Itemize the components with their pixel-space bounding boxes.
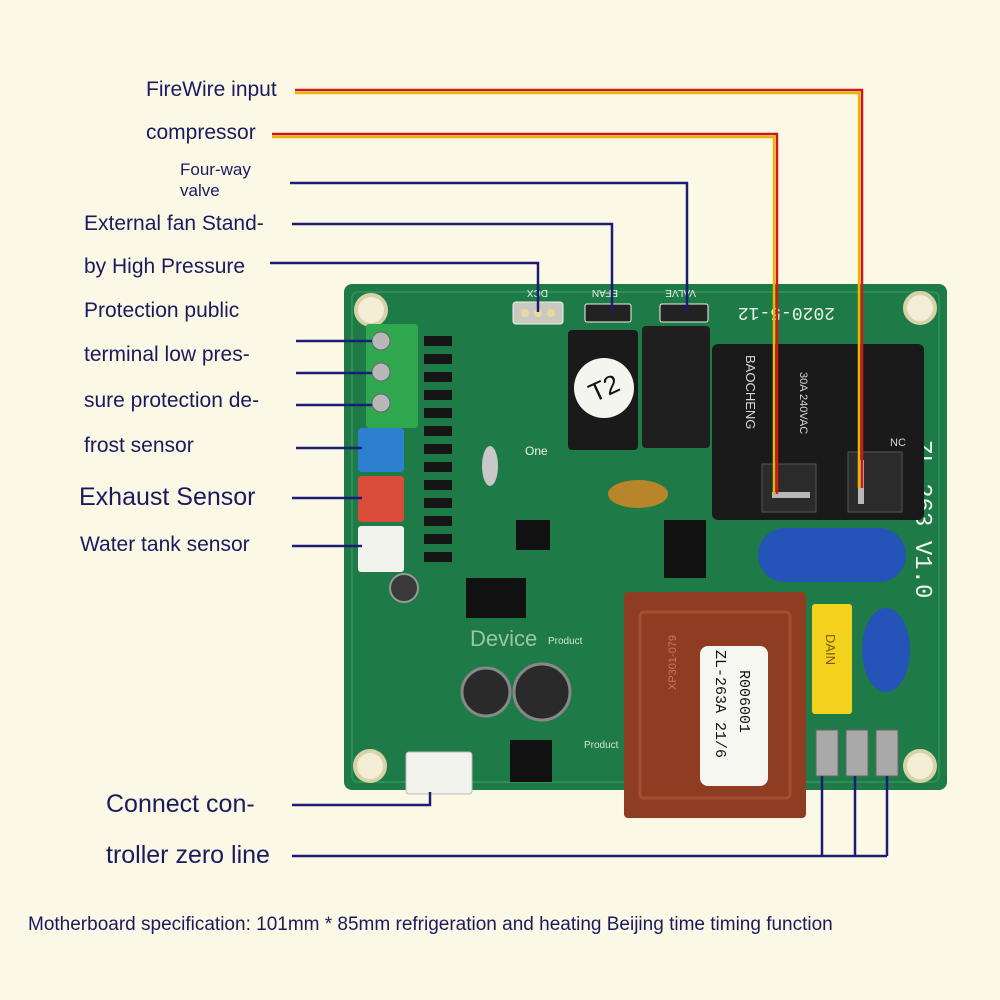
leader-firewire-yellow — [295, 91, 861, 488]
transformer-code: XP301-079 — [667, 635, 679, 690]
terminal-screw-1 — [371, 331, 391, 351]
board-date: 2020-5-12 — [738, 302, 835, 322]
relay-k2 — [642, 326, 710, 448]
leader-firewire-red — [295, 88, 864, 488]
connector-controller-white — [405, 751, 473, 795]
label-fan-line-1: External fan Stand- — [84, 212, 264, 235]
label-protection-line-3: sure protection de- — [84, 389, 260, 412]
pcb-board: 2020-5-12 ZL-263 V1.0 DCX EFAN VALVE T2 … — [344, 284, 947, 818]
leader-fourway — [290, 181, 689, 312]
label-firewire-input: FireWire input — [146, 78, 277, 101]
label-fan-line-2: by High Pressure — [84, 255, 246, 278]
buzzer-brass — [608, 480, 668, 508]
ic-driver — [664, 520, 706, 578]
mount-hole-top-left — [354, 293, 388, 327]
connector-defrost-blue — [358, 428, 404, 472]
specification-caption: Motherboard specification: 101mm * 85mm … — [28, 914, 833, 935]
ic-small — [516, 520, 550, 550]
mount-hole-bottom-left — [353, 749, 387, 783]
label-product-bottom: Product — [584, 740, 619, 751]
power-terminal-1 — [815, 729, 839, 777]
label-one: One — [525, 444, 548, 458]
label-valve: VALVE — [665, 287, 696, 298]
x-capacitor-brand: DAIN — [823, 634, 838, 665]
header-dcx-pin-3 — [547, 309, 555, 317]
power-relay-brand: BAOCHENG — [743, 355, 758, 429]
crystal-oscillator — [482, 446, 498, 486]
header-valve — [659, 303, 709, 323]
label-exhaust-sensor: Exhaust Sensor — [79, 483, 256, 511]
terminal-screw-3 — [371, 393, 391, 413]
label-protection-line-2: terminal low pres- — [84, 343, 250, 366]
resistor-array — [424, 336, 452, 562]
leader-lines — [270, 88, 889, 858]
x-capacitor-yellow — [812, 604, 852, 714]
label-protection-line-4: frost sensor — [84, 434, 194, 457]
transformer-inset — [638, 610, 792, 800]
leader-compressor-yellow — [272, 135, 776, 494]
label-fourway-line-1: Four-way — [180, 160, 251, 179]
leader-controller — [292, 792, 432, 807]
label-product-top: Product — [548, 636, 583, 647]
connector-water-white — [358, 526, 404, 572]
leader-compressor-red — [272, 132, 779, 494]
electrolytic-cap-1 — [460, 666, 512, 718]
label-device: Device — [470, 626, 537, 651]
terminal-screw-2 — [371, 362, 391, 382]
electrolytic-cap-small — [389, 573, 419, 603]
power-relay-nc: NC — [890, 437, 906, 449]
power-relay-spec: 30A 240VAC — [797, 372, 809, 434]
electrolytic-cap-2 — [512, 662, 572, 722]
header-dcx-pin-1 — [521, 309, 529, 317]
power-terminal-2 — [845, 729, 869, 777]
voltage-regulator — [510, 740, 552, 782]
label-water-tank-sensor: Water tank sensor — [80, 533, 250, 556]
label-protection-line-1: Protection public — [84, 299, 240, 322]
transformer-label-sticker — [700, 646, 768, 786]
label-connect-line-1: Connect con- — [106, 790, 255, 818]
relay-terminal-no — [761, 463, 817, 513]
relay-tab-no — [772, 492, 810, 498]
mount-hole-top-right — [903, 291, 937, 325]
leader-high-pressure — [270, 261, 540, 312]
disc-capacitor-blue — [862, 608, 910, 692]
transformer-label-line-2: R006001 — [735, 670, 752, 733]
mount-hole-bottom-right — [903, 749, 937, 783]
header-dcx-pin-2 — [534, 309, 542, 317]
leader-fan — [292, 222, 614, 312]
connector-exhaust-red — [358, 476, 404, 522]
label-connect-line-2: troller zero line — [106, 841, 270, 869]
label-fourway-line-2: valve — [180, 181, 220, 200]
header-efan — [584, 303, 632, 323]
relay-terminal-nc — [847, 451, 903, 513]
label-efan: EFAN — [592, 287, 618, 298]
power-terminal-3 — [875, 729, 899, 777]
sticker-t2 — [574, 358, 634, 418]
ic-microcontroller — [466, 578, 526, 618]
label-compressor: compressor — [146, 121, 256, 144]
transformer-label-line-1: ZL-263A 21/6 — [711, 650, 728, 758]
film-capacitor-blue — [758, 528, 906, 582]
